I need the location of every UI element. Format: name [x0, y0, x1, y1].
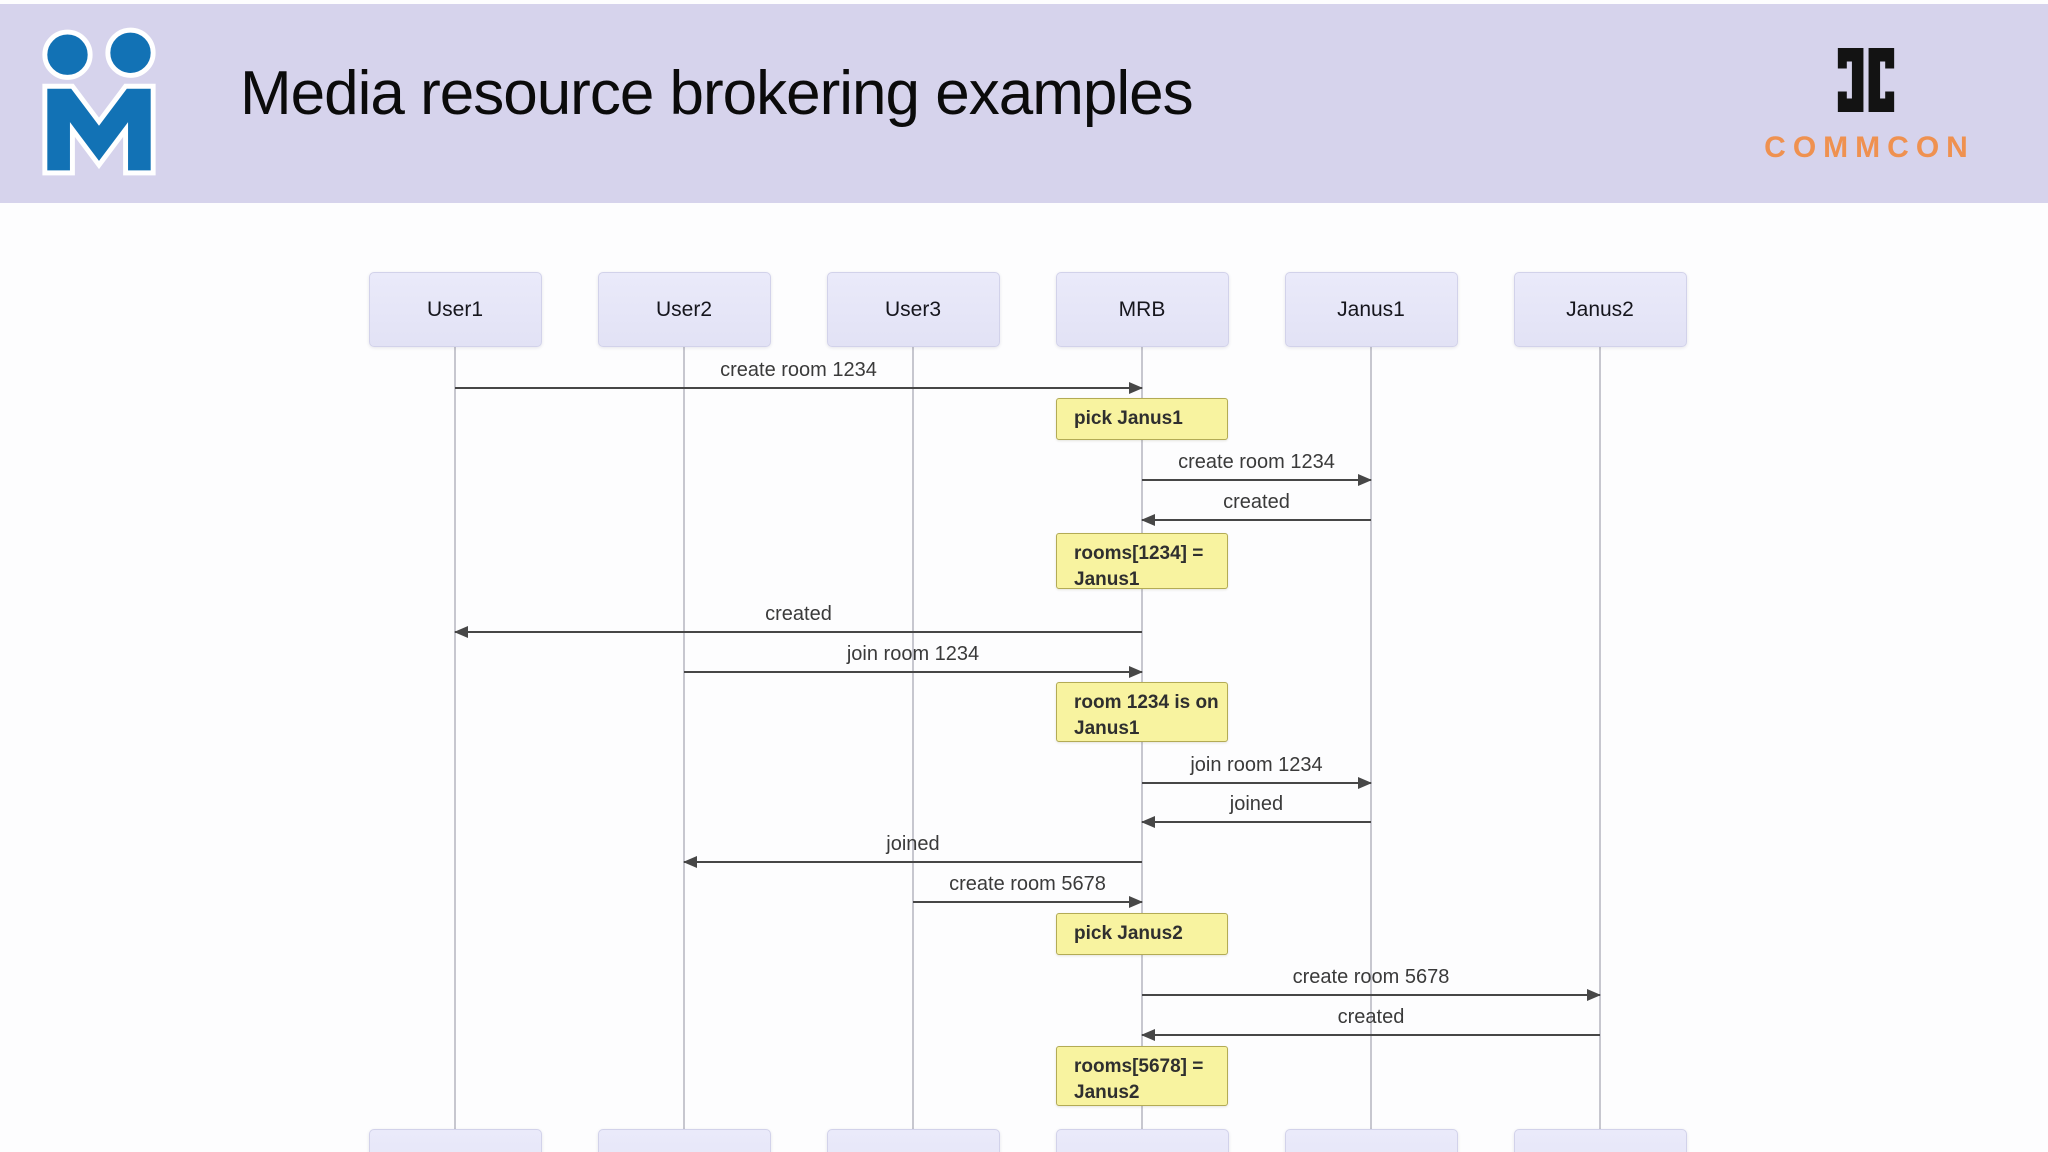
message-label: created	[1337, 1006, 1405, 1028]
logo-head-right-icon	[105, 27, 156, 78]
actor-box-bottom-User1: User1	[368, 1129, 542, 1152]
message-label: created	[1223, 491, 1290, 513]
actor-label: MRB	[1118, 297, 1166, 321]
arrowhead-icon	[1141, 816, 1155, 828]
lifeline-User1	[454, 347, 456, 1129]
lifeline-Janus1	[1370, 347, 1372, 1129]
actor-label: Janus2	[1566, 297, 1634, 321]
actor-box-bottom-User2: User2	[597, 1129, 771, 1152]
lifeline-User3	[912, 347, 914, 1129]
note-room-1234-is-on: room 1234 is on Janus1	[1056, 682, 1228, 742]
note-line: pick Janus1	[1074, 408, 1183, 429]
message-join-room-1234: join room 1234	[1142, 750, 1372, 789]
commcon-logo: COMMCON	[1746, 38, 1986, 165]
note-pick-Janus1: pick Janus1	[1056, 398, 1228, 440]
message-label: create room 1234	[720, 359, 877, 381]
message-label: create room 5678	[1292, 966, 1450, 988]
message-create-room-5678: create room 5678	[1142, 962, 1601, 1001]
message-line	[1142, 782, 1371, 784]
message-label: joined	[1229, 793, 1284, 815]
arrowhead-icon	[1587, 989, 1601, 1001]
arrowhead-icon	[1129, 382, 1143, 394]
actor-box-top-User1: User1	[368, 272, 542, 347]
actor-box-top-Janus1: Janus1	[1284, 272, 1458, 347]
message-label: join room 1234	[846, 643, 980, 665]
commcon-monogram-icon	[1837, 48, 1895, 112]
actor-box-bottom-Janus1: Janus1	[1284, 1129, 1458, 1152]
actor-box-bottom-MRB: MRB	[1055, 1129, 1229, 1152]
message-line	[455, 387, 1142, 389]
arrowhead-icon	[683, 856, 697, 868]
note-line: Janus1	[1074, 569, 1140, 590]
message-line	[684, 671, 1142, 673]
message-line	[1142, 1034, 1600, 1036]
message-created: created	[1141, 1002, 1600, 1041]
message-label: join room 1234	[1190, 754, 1323, 776]
actor-label: Janus1	[1337, 297, 1405, 321]
message-line	[913, 901, 1142, 903]
message-line	[455, 631, 1142, 633]
actor-label: User1	[426, 297, 484, 321]
lifeline-User2	[683, 347, 685, 1129]
actor-box-top-MRB: MRB	[1055, 272, 1229, 347]
actor-box-top-Janus2: Janus2	[1513, 272, 1687, 347]
note-line: Janus1	[1074, 718, 1140, 739]
note-line: room 1234 is on	[1074, 692, 1219, 713]
note-line: pick Janus2	[1074, 923, 1183, 944]
note-line: rooms[1234] =	[1074, 543, 1204, 564]
arrowhead-icon	[1358, 777, 1372, 789]
logo-m-body-icon	[42, 83, 156, 176]
message-line	[1142, 994, 1600, 996]
lifeline-Janus2	[1599, 347, 1601, 1129]
actor-label: User3	[884, 297, 942, 321]
arrowhead-icon	[1129, 896, 1143, 908]
actor-box-bottom-User3: User3	[826, 1129, 1000, 1152]
message-label: joined	[886, 833, 940, 855]
message-label: create room 1234	[1178, 451, 1335, 473]
page-title: Media resource brokering examples	[240, 59, 1194, 128]
message-created: created	[454, 599, 1142, 638]
logo-head-left-icon	[42, 29, 93, 80]
actor-box-top-User2: User2	[597, 272, 771, 347]
message-create-room-1234: create room 1234	[455, 355, 1143, 394]
arrowhead-icon	[1358, 474, 1372, 486]
note-pick-Janus2: pick Janus2	[1056, 913, 1228, 955]
message-line	[1142, 519, 1371, 521]
message-join-room-1234: join room 1234	[684, 639, 1143, 678]
people-m-logo	[42, 27, 156, 176]
arrowhead-icon	[1129, 666, 1143, 678]
header-band	[0, 4, 2048, 203]
message-label: created	[765, 603, 832, 625]
arrowhead-icon	[1141, 514, 1155, 526]
note-line: rooms[5678] =	[1074, 1056, 1204, 1077]
actor-label: User2	[655, 297, 713, 321]
message-line	[1142, 479, 1371, 481]
note-rooms[1234]-=: rooms[1234] = Janus1	[1056, 533, 1228, 590]
note-line: Janus2	[1074, 1082, 1140, 1103]
message-create-room-1234: create room 1234	[1142, 447, 1372, 486]
note-rooms[5678]-=: rooms[5678] = Janus2	[1056, 1046, 1228, 1106]
message-created: created	[1141, 487, 1371, 526]
commcon-wordmark: COMMCON	[1764, 131, 1975, 164]
message-joined: joined	[1141, 789, 1371, 828]
arrowhead-icon	[1141, 1029, 1155, 1041]
message-create-room-5678: create room 5678	[913, 869, 1143, 908]
message-line	[684, 861, 1142, 863]
message-joined: joined	[683, 829, 1142, 868]
actor-box-top-User3: User3	[826, 272, 1000, 347]
message-label: create room 5678	[949, 873, 1106, 895]
message-line	[1142, 821, 1371, 823]
actor-box-bottom-Janus2: Janus2	[1513, 1129, 1687, 1152]
arrowhead-icon	[454, 626, 468, 638]
